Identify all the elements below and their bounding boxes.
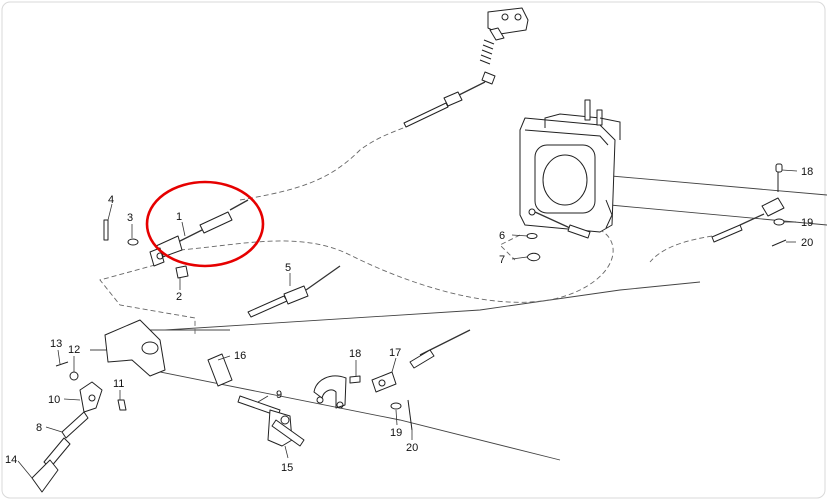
label-18-right: 18 <box>801 166 813 178</box>
left-cable-assembly <box>103 199 249 279</box>
upper-cable <box>403 81 486 128</box>
label-11: 11 <box>113 378 124 390</box>
label-10: 10 <box>48 394 60 406</box>
label-8: 8 <box>36 422 42 434</box>
left-lever-assembly <box>31 319 166 493</box>
label-12: 12 <box>68 344 80 356</box>
label-14: 14 <box>5 454 17 466</box>
label-17: 17 <box>389 347 401 359</box>
label-3: 3 <box>127 212 133 224</box>
u-bracket <box>313 375 347 409</box>
label-6: 6 <box>499 230 505 242</box>
upper-bracket-assembly <box>479 7 529 85</box>
label-2: 2 <box>176 291 182 303</box>
label-4: 4 <box>108 194 114 206</box>
right-cable-assembly <box>711 163 787 247</box>
label-20-center: 20 <box>406 442 418 454</box>
label-15: 15 <box>281 462 293 474</box>
label-1: 1 <box>176 211 182 223</box>
frame-housing <box>519 99 621 233</box>
lower-cable-assembly <box>349 329 471 431</box>
routing-lines <box>99 124 721 335</box>
label-16: 16 <box>234 350 246 362</box>
label-20-right: 20 <box>801 237 813 249</box>
part-number-labels: 1 2 3 4 5 6 7 8 9 10 11 12 13 14 15 16 1… <box>5 166 813 474</box>
pedal-lever-assembly <box>207 353 305 447</box>
right-link-rod <box>526 208 591 262</box>
highlight-circle <box>145 180 265 268</box>
label-13: 13 <box>50 338 62 350</box>
label-9: 9 <box>276 389 282 401</box>
label-7: 7 <box>499 254 505 266</box>
label-19-right: 19 <box>801 217 813 229</box>
label-19-center: 19 <box>390 427 402 439</box>
label-18-center: 18 <box>349 348 361 360</box>
label-5: 5 <box>285 262 291 274</box>
leader-lines <box>17 169 798 479</box>
middle-cable-assembly <box>247 265 341 318</box>
